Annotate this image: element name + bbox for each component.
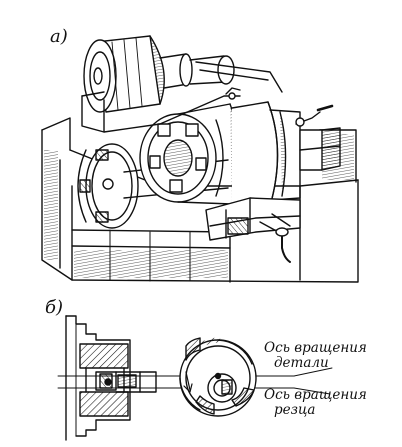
part-rotation-axis-note: Ось вращения детали xyxy=(264,341,367,371)
part-axis-line1: Ось вращения xyxy=(264,340,367,356)
cutter-disc xyxy=(179,337,257,417)
panel-b-label: б) xyxy=(45,297,64,318)
schematic-section xyxy=(57,315,333,441)
panel-a-label: а) xyxy=(50,26,68,47)
attachment-housing xyxy=(139,101,341,207)
section-chuck xyxy=(65,315,157,441)
electric-motor xyxy=(83,35,235,113)
machine-illustration xyxy=(41,35,359,283)
tool-axis-line2: резца xyxy=(274,402,316,418)
tool-rotation-axis-note: Ось вращения резца xyxy=(264,388,367,418)
motor-bracket xyxy=(81,61,283,133)
tool-axis-line1: Ось вращения xyxy=(264,387,367,403)
lathe-chuck xyxy=(77,143,139,229)
feed-handle xyxy=(295,104,334,127)
part-axis-line2: детали xyxy=(274,355,329,371)
cross-slide xyxy=(205,197,301,263)
